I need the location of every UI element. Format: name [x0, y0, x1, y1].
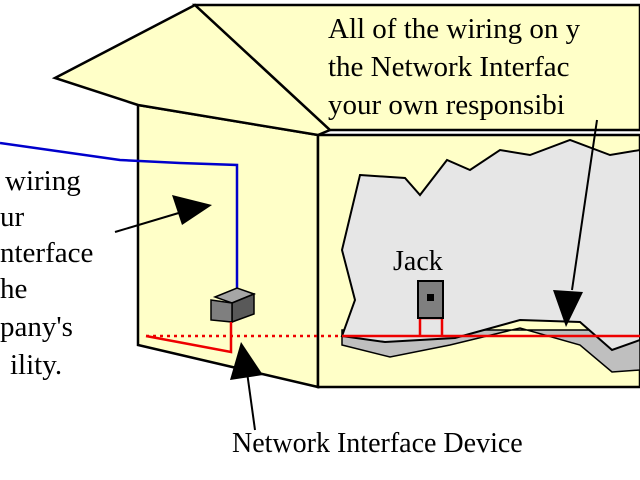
arrow-bottom-shaft: [246, 371, 256, 431]
pointer-arrows: [114, 119, 598, 431]
label-left-line-2: ur: [0, 201, 25, 233]
label-network-interface-device: Network Interface Device: [232, 428, 523, 459]
label-left-block: wiring ur nterface he pany's ility.: [0, 165, 93, 381]
label-top-right-line-3: your own responsibi: [328, 89, 565, 121]
jack: [417, 280, 444, 319]
arrow-left-head: [172, 195, 212, 225]
arrow-right-shaft: [571, 119, 598, 291]
incoming-phone-line: [0, 141, 239, 296]
jack-socket: [427, 294, 434, 301]
label-top-right-line-1: All of the wiring on y: [328, 13, 581, 45]
label-top-right-line-2: the Network Interfac: [328, 51, 570, 83]
arrow-bottom-head: [230, 342, 263, 380]
label-left-line-6: ility.: [10, 349, 62, 381]
roof-flap-right: [191, 3, 640, 132]
label-left-line-5: pany's: [0, 311, 73, 343]
label-left-line-3: nterface: [0, 237, 93, 269]
house-left-wall: [136, 103, 320, 389]
label-left-line-4: he: [0, 273, 27, 305]
arrow-right-head: [553, 290, 583, 327]
label-top-right-block: All of the wiring on y the Network Inter…: [328, 13, 581, 121]
label-left-line-1: wiring: [5, 165, 81, 197]
arrow-left-shaft: [114, 211, 183, 233]
network-interface-device: [210, 287, 257, 324]
label-jack: Jack: [393, 246, 443, 277]
